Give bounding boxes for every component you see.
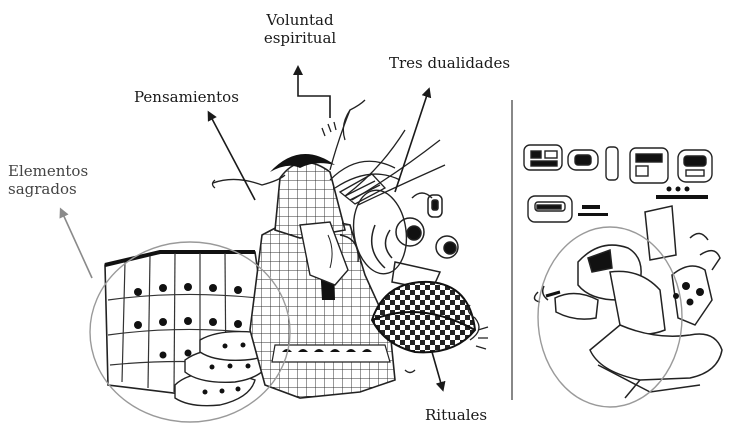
glyph-row-top	[524, 145, 712, 183]
arrow-rituales	[432, 352, 442, 387]
label-voluntad-line2: espiritual	[262, 29, 338, 47]
label-elementos-sagrados: Elementos sagrados	[8, 162, 88, 198]
head-ornaments	[372, 193, 458, 290]
arrow-elementos-sagrados	[62, 212, 92, 278]
label-rituales: Rituales	[425, 406, 487, 424]
label-tres-dualidades: Tres dualidades	[389, 54, 510, 72]
arrow-tres-dualidades	[395, 92, 428, 192]
label-voluntad-line1: Voluntad	[262, 11, 338, 29]
seated-figure	[534, 206, 722, 398]
glyph-row-mid	[528, 187, 708, 223]
label-voluntad-espiritual: Voluntad espiritual	[262, 11, 338, 47]
label-elementos-line2: sagrados	[8, 180, 88, 198]
arrow-pensamientos	[210, 115, 255, 200]
arrow-voluntad-espiritual	[298, 70, 330, 118]
label-elementos-line1: Elementos	[8, 162, 88, 180]
label-pensamientos: Pensamientos	[134, 88, 239, 106]
